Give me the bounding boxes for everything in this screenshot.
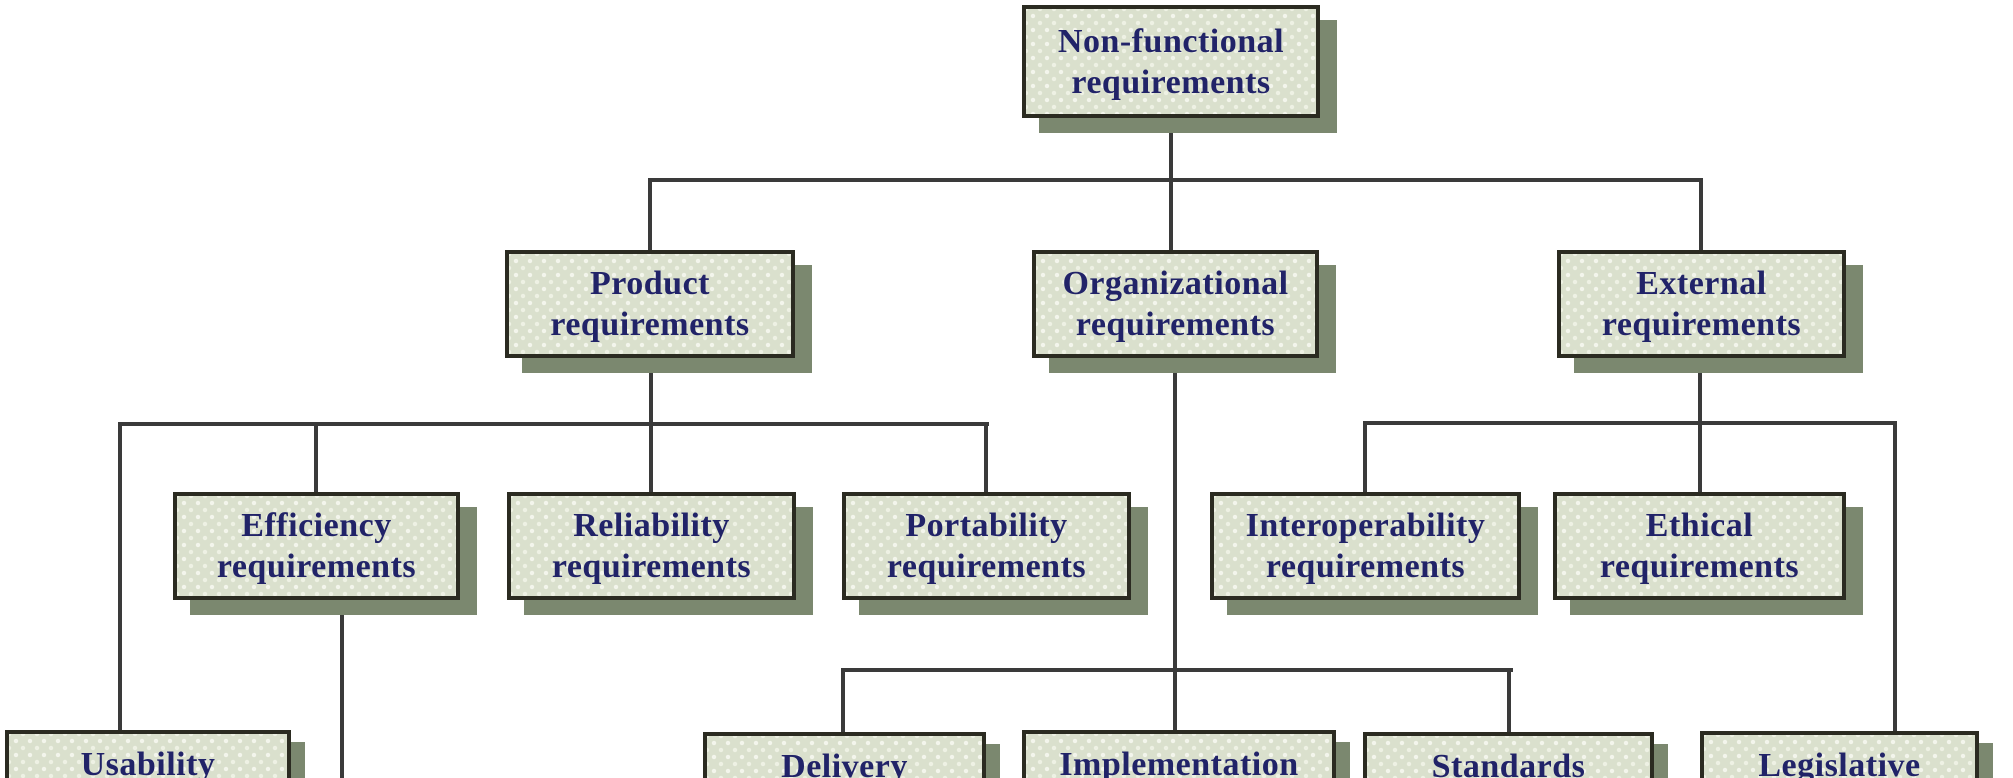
node-label: Legislative xyxy=(1758,747,1921,778)
node-label: Non-functional requirements xyxy=(1057,22,1285,101)
connector-root-to-organizational xyxy=(1169,116,1173,254)
node-non-functional-requirements: Non-functional requirements xyxy=(1022,5,1320,118)
connector-external-children-horizontal xyxy=(1363,421,1897,425)
node-usability-requirements: Usability xyxy=(5,730,291,778)
connector-drop-delivery xyxy=(841,668,845,736)
node-label: Delivery xyxy=(781,748,908,778)
node-label: Organizational requirements xyxy=(1062,265,1289,343)
connector-organizational-to-implementation xyxy=(1173,356,1177,734)
node-organizational-requirements: Organizational requirements xyxy=(1032,250,1319,358)
node-label: External requirements xyxy=(1601,265,1802,343)
connector-efficiency-descender xyxy=(340,598,344,778)
node-product-requirements: Product requirements xyxy=(505,250,795,358)
connector-organizational-children-horizontal xyxy=(841,668,1513,672)
node-label: Usability xyxy=(80,746,216,778)
node-label: Efficiency requirements xyxy=(216,507,417,585)
connector-external-to-ethical xyxy=(1698,356,1702,496)
connector-product-children-horizontal xyxy=(118,422,989,426)
connector-drop-external xyxy=(1699,178,1703,252)
node-label: Portability requirements xyxy=(886,507,1087,585)
connector-drop-legislative xyxy=(1893,421,1897,734)
node-label: Implementation xyxy=(1059,746,1299,778)
node-standards-requirements: Standards xyxy=(1363,732,1654,778)
node-label: Product requirements xyxy=(550,265,750,343)
node-delivery-requirements: Delivery xyxy=(703,732,986,778)
node-ethical-requirements: Ethical requirements xyxy=(1553,492,1846,600)
node-label: Interoperability requirements xyxy=(1245,507,1486,585)
connector-product-to-reliability xyxy=(649,356,653,496)
connector-drop-efficiency xyxy=(314,422,318,496)
node-external-requirements: External requirements xyxy=(1557,250,1846,358)
node-label: Ethical requirements xyxy=(1599,507,1800,585)
connector-level1-horizontal xyxy=(650,178,1703,182)
connector-drop-portability xyxy=(984,422,988,496)
connector-drop-product xyxy=(648,178,652,252)
node-reliability-requirements: Reliability requirements xyxy=(507,492,796,600)
connector-drop-standards xyxy=(1507,668,1511,736)
node-efficiency-requirements: Efficiency requirements xyxy=(173,492,460,600)
node-label: Reliability requirements xyxy=(551,507,752,585)
connector-drop-usability xyxy=(118,422,122,734)
connector-drop-interoperability xyxy=(1363,421,1367,496)
node-implementation-requirements: Implementation xyxy=(1022,730,1336,778)
node-legislative-requirements: Legislative xyxy=(1700,731,1979,778)
node-portability-requirements: Portability requirements xyxy=(842,492,1131,600)
node-interoperability-requirements: Interoperability requirements xyxy=(1210,492,1521,600)
node-label: Standards xyxy=(1431,748,1586,778)
